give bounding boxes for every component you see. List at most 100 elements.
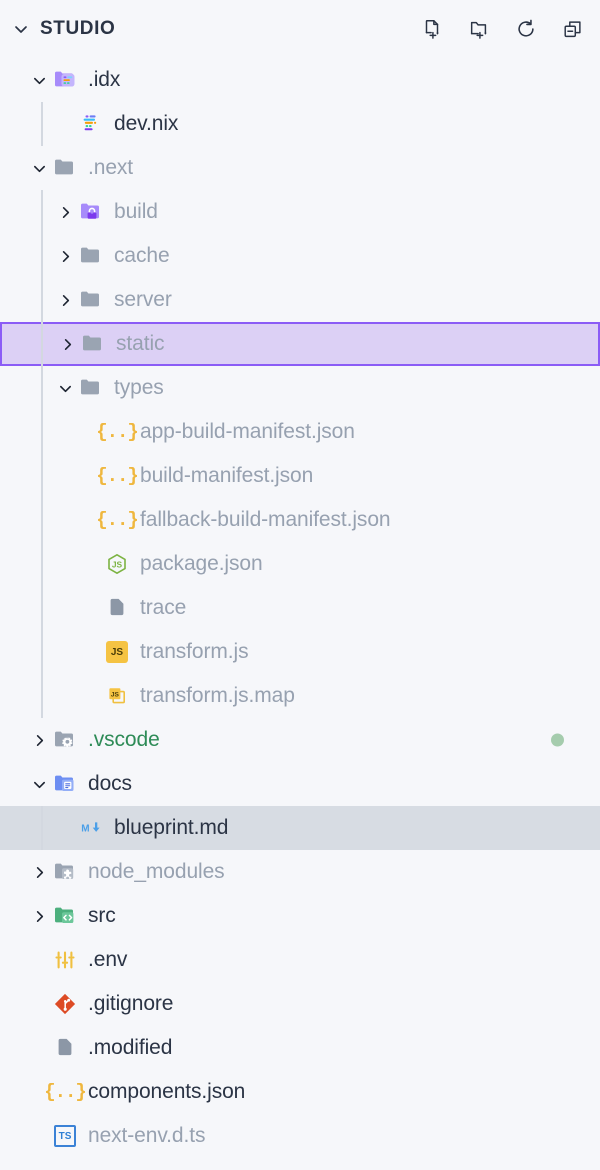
tree-item-label: build-manifest.json	[140, 464, 314, 487]
tree-folder-row[interactable]: types	[0, 366, 600, 410]
tree-item-label: fallback-build-manifest.json	[140, 508, 391, 531]
tree-file-row[interactable]: JS package.json	[0, 542, 600, 586]
tree-item-label: app-build-manifest.json	[140, 420, 355, 443]
tree-item-label: build	[114, 200, 158, 223]
markdown-icon: M	[78, 815, 104, 841]
tree-item-label: next-env.d.ts	[88, 1124, 206, 1147]
chevron-right-icon[interactable]	[26, 727, 52, 753]
folder-icon	[80, 331, 106, 357]
tree-folder-row[interactable]: .next	[0, 146, 600, 190]
tree-folder-row[interactable]: static	[0, 322, 600, 366]
chevron-right-icon[interactable]	[52, 287, 78, 313]
folder-icon	[78, 243, 104, 269]
status-badge	[551, 733, 564, 747]
json-icon: {..}	[96, 509, 139, 531]
git-icon	[52, 991, 78, 1017]
js-badge: JS	[106, 641, 128, 663]
tree-folder-row[interactable]: node_modules	[0, 850, 600, 894]
tree-item-label: blueprint.md	[114, 816, 229, 839]
folder-icon	[78, 375, 104, 401]
folder-src-icon	[52, 903, 78, 929]
nix-icon	[78, 111, 104, 137]
folder-idx-icon	[52, 67, 78, 93]
tree-folder-row[interactable]: build	[0, 190, 600, 234]
javascript-icon: JS	[104, 639, 130, 665]
tree-file-row[interactable]: {..}components.json	[0, 1070, 600, 1114]
chevron-right-icon[interactable]	[52, 243, 78, 269]
tree-guide-line	[41, 806, 43, 850]
refresh-icon[interactable]	[513, 16, 539, 42]
javascript-map-icon: JS	[104, 683, 130, 709]
tree-item-label: server	[114, 288, 172, 311]
tree-item-label: .vscode	[88, 728, 160, 751]
tree-item-label: docs	[88, 772, 132, 795]
tree-item-label: dev.nix	[114, 112, 179, 135]
tree-file-row[interactable]: {..}build-manifest.json	[0, 454, 600, 498]
folder-icon	[78, 287, 104, 313]
tree-file-row[interactable]: {..}fallback-build-manifest.json	[0, 498, 600, 542]
collapse-all-icon[interactable]	[560, 16, 586, 42]
svg-text:JS: JS	[112, 560, 123, 570]
tree-item-label: cache	[114, 244, 170, 267]
chevron-down-icon[interactable]	[26, 771, 52, 797]
tree-file-row[interactable]: {..}app-build-manifest.json	[0, 410, 600, 454]
chevron-down-icon[interactable]	[26, 67, 52, 93]
tree-folder-row[interactable]: server	[0, 278, 600, 322]
folder-docs-icon	[52, 771, 78, 797]
chevron-down-icon[interactable]	[26, 155, 52, 181]
tree-file-row[interactable]: .modified	[0, 1026, 600, 1070]
chevron-down-icon[interactable]	[10, 18, 32, 40]
page-title: STUDIO	[40, 18, 116, 39]
tree-guide-line	[41, 190, 43, 718]
json-icon: {..}	[96, 465, 139, 487]
file-icon	[104, 595, 130, 621]
nodejs-icon: JS	[104, 551, 130, 577]
tree-item-label: transform.js	[140, 640, 249, 663]
json-icon: {..}	[96, 421, 139, 443]
typescript-icon: TS	[52, 1123, 78, 1149]
new-file-icon[interactable]	[419, 16, 445, 42]
tree-item-label: transform.js.map	[140, 684, 295, 707]
chevron-right-icon[interactable]	[26, 903, 52, 929]
tree-folder-row[interactable]: .idx	[0, 58, 600, 102]
tree-item-label: node_modules	[88, 860, 225, 883]
tree-guide-line	[41, 102, 43, 146]
folder-icon	[52, 155, 78, 181]
tree-file-row[interactable]: .gitignore	[0, 982, 600, 1026]
tree-file-row[interactable]: JS transform.js	[0, 630, 600, 674]
tree-file-row[interactable]: .env	[0, 938, 600, 982]
tree-file-row[interactable]: dev.nix	[0, 102, 600, 146]
file-tree[interactable]: .idx dev.nix .next build cache server static ty…	[0, 58, 600, 1158]
chevron-right-icon[interactable]	[54, 331, 80, 357]
tree-item-label: src	[88, 904, 116, 927]
tree-folder-row[interactable]: docs	[0, 762, 600, 806]
tune-icon	[52, 947, 78, 973]
tree-item-label: .gitignore	[88, 992, 174, 1015]
tree-item-label: .env	[88, 948, 128, 971]
file-icon	[52, 1035, 78, 1061]
new-folder-icon[interactable]	[466, 16, 492, 42]
tree-file-row[interactable]: trace	[0, 586, 600, 630]
ts-badge: TS	[54, 1125, 76, 1147]
svg-text:M: M	[81, 823, 89, 834]
folder-modules-icon	[52, 859, 78, 885]
explorer-toolbar	[419, 16, 586, 42]
chevron-down-icon[interactable]	[52, 375, 78, 401]
tree-folder-row[interactable]: .vscode	[0, 718, 600, 762]
json-icon: {..}	[44, 1081, 87, 1103]
chevron-right-icon[interactable]	[26, 859, 52, 885]
tree-folder-row[interactable]: cache	[0, 234, 600, 278]
explorer-header-left[interactable]: STUDIO	[10, 18, 115, 40]
tree-folder-row[interactable]: src	[0, 894, 600, 938]
tree-item-label: .next	[88, 156, 134, 179]
folder-vscode-icon	[52, 727, 78, 753]
tree-item-label: package.json	[140, 552, 263, 575]
tree-item-label: types	[114, 376, 164, 399]
tree-file-row[interactable]: JS transform.js.map	[0, 674, 600, 718]
chevron-right-icon[interactable]	[52, 199, 78, 225]
tree-item-label: components.json	[88, 1080, 246, 1103]
tree-file-row[interactable]: TS next-env.d.ts	[0, 1114, 600, 1158]
tree-item-label: .idx	[88, 68, 121, 91]
